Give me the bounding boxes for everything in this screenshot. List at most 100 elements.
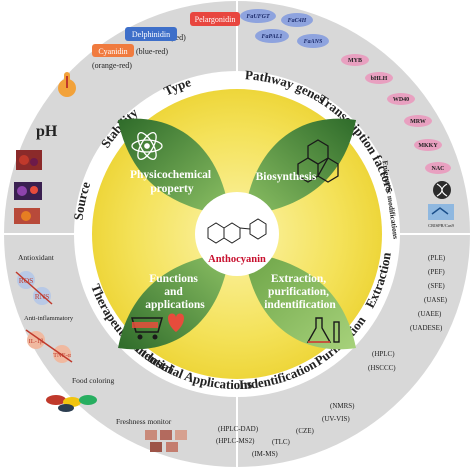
badge-cyanidin-note: (orange-red) (92, 61, 132, 70)
petal-label-physicochemical: Physicochemical property (130, 169, 214, 195)
badge-delphinidin-label: Delphinidin (132, 30, 170, 39)
crispr-icon (428, 204, 454, 220)
fruit-berry-3 (17, 186, 27, 196)
center-circle (195, 192, 279, 276)
freshness-monitor-image (145, 430, 187, 452)
sample-4 (150, 442, 162, 452)
petal-label-functions-l2: and (164, 286, 183, 298)
gene-oval-3 (255, 29, 289, 43)
identification-methods: (NMRS) (UV-VIS) (CZE) (TLC) (HPLC-DAD) (… (216, 402, 355, 458)
anthocyanin-structure-icon (207, 218, 267, 244)
tf-bhlh: bHLH (371, 76, 388, 82)
badge-cyanidin-label: Cyanidin (98, 47, 127, 56)
badge-delphinidin (125, 27, 177, 41)
tf-oval-4 (404, 115, 432, 127)
gene-oval-2 (281, 13, 313, 27)
tf-oval-5 (414, 139, 442, 151)
petal-label-extraction-l2: purification, (268, 286, 329, 298)
gene-fa-pal1: FaPAL1 (262, 34, 283, 40)
transcription-factors: MYB bHLH WD40 MRW MKKY NAC (341, 54, 451, 174)
gene-fa-ans: FaANS (304, 39, 323, 45)
petal-label-physicochemical-text2: property (150, 183, 193, 195)
gene-oval-1 (240, 9, 276, 23)
fruit-berry-2 (30, 158, 38, 166)
extraction-sfe: (SFE) (428, 282, 445, 290)
il-label: IL-1β (29, 338, 45, 345)
gene-fa-c4h: FaC4H (288, 18, 307, 24)
food-coloring-label: Food coloring (72, 376, 115, 385)
sample-1 (145, 430, 157, 440)
tf-oval-3 (387, 93, 415, 105)
extraction-ple: (PLE) (428, 254, 446, 262)
petal-label-functions-l1: Functions (149, 273, 198, 285)
color-powder-1 (46, 395, 66, 405)
petal-label-extraction-l1: Extraction, (271, 273, 326, 285)
type-badges: Pelargonidin (red) Delphinidin (blue-red… (92, 12, 240, 70)
tf-mrw: MRW (410, 119, 426, 125)
ros-strike (15, 271, 53, 305)
molecule-ring-icon (297, 139, 339, 183)
extraction-methods: (PLE) (PEF) (SFE) (UASE) (UAEE) (UADESE) (410, 254, 448, 332)
tf-oval-1 (341, 54, 369, 66)
petal-physicochemical (118, 118, 226, 214)
purification-hsccc: (HSCCC) (368, 364, 396, 372)
fruit-berry-4 (30, 186, 38, 194)
purification-methods: (HPLC) (HSCCC) (368, 350, 396, 372)
crispr-label: CRISPR/Cas9 (428, 223, 455, 228)
petal-biosynthesis (248, 118, 356, 214)
food-coloring-image (46, 395, 97, 412)
fruit-berry-5 (21, 211, 31, 221)
purification-hplc: (HPLC) (372, 350, 395, 358)
therapeutic-block: Antioxidant ROS RNS Anti-inflammatory IL… (15, 253, 74, 363)
source-food-images (14, 150, 42, 224)
petal-label-extraction-l3: indentification (264, 299, 336, 311)
petal-label-physicochemical-text: Physicochemical (130, 169, 211, 181)
identification-im-ms: (IM-MS) (252, 450, 278, 458)
tf-oval-2 (365, 72, 393, 84)
badge-delphinidin-note: (blue-red) (136, 47, 168, 56)
label-ph: pH (36, 123, 58, 140)
extraction-uadese: (UADESE) (410, 324, 443, 332)
sample-2 (160, 430, 172, 440)
identification-nmrs: (NMRS) (330, 402, 355, 410)
epigenetic-icons: CRISPR/Cas9 (428, 181, 455, 228)
identification-tlc: (TLC) (272, 438, 291, 446)
anti-inflammatory-label: Anti-inflammatory (24, 315, 74, 322)
il-strike (25, 329, 73, 363)
flask-icon (306, 317, 340, 343)
identification-cze: (CZE) (296, 427, 315, 435)
badge-cyanidin (92, 44, 134, 57)
il-bubble (27, 331, 45, 349)
identification-hplc-dad: (HPLC-DAD) (218, 425, 259, 433)
cart-heart-icon (131, 313, 184, 340)
tf-mkky: MKKY (418, 143, 438, 149)
pathway-genes: FaUFGT FaC4H FaPAL1 FaANS (240, 9, 329, 48)
gene-fa-ufgt: FaUFGT (246, 14, 270, 20)
gene-oval-4 (297, 34, 329, 48)
tf-nac: NAC (432, 166, 445, 172)
badge-pelargonidin (190, 12, 240, 26)
rns-label: RNS (35, 292, 50, 301)
petal-label-biosynthesis: Biosynthesis (256, 171, 317, 183)
identification-hplc-ms2: (HPLC-MS2) (216, 437, 255, 445)
identification-uvvis: (UV-VIS) (322, 415, 350, 423)
badge-pelargonidin-note: (red) (170, 33, 186, 42)
thermometer-icon (58, 72, 76, 97)
extraction-pef: (PEF) (428, 268, 445, 276)
color-powder-3 (79, 395, 97, 405)
fruit-berry-1 (19, 155, 29, 165)
freshness-monitor-label: Freshness monitor (116, 417, 172, 426)
tf-myb: MYB (348, 58, 362, 64)
center-title: Anthocyanin (208, 254, 266, 265)
sample-3 (175, 430, 187, 440)
color-powder-4 (58, 404, 74, 412)
petal-label-extraction: Extraction, purification, indentificatio… (264, 273, 336, 311)
extraction-uaee: (UAEE) (418, 310, 442, 318)
petal-label-functions-l3: applications (145, 299, 205, 311)
petal-label-functions: Functions and applications (145, 273, 205, 311)
sample-5 (166, 442, 178, 452)
tf-wd40: WD40 (393, 97, 409, 103)
industrial-block: Food coloring Freshness monitor (46, 376, 187, 452)
atom-icon (131, 132, 163, 160)
